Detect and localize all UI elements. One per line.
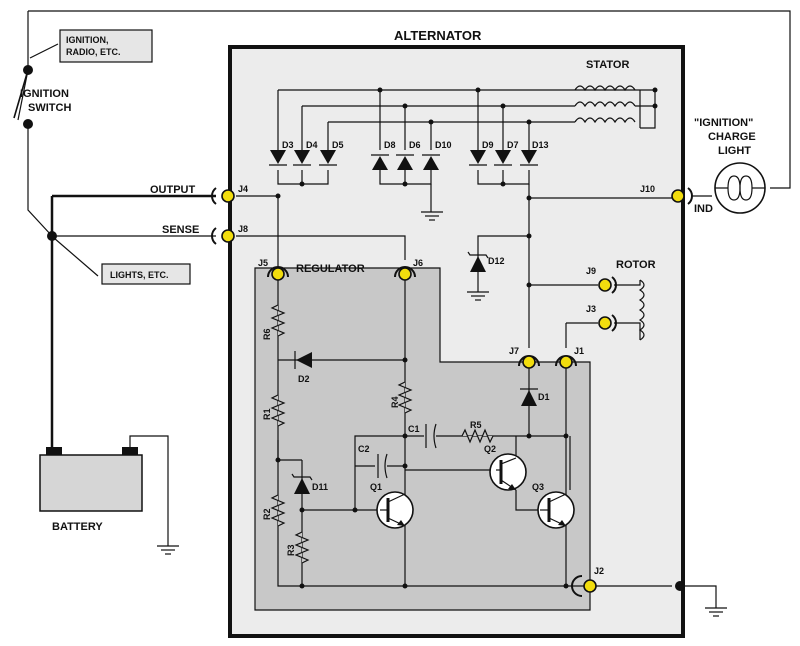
c2-label: C2 xyxy=(358,444,370,454)
transistor-q3 xyxy=(537,491,575,529)
transistor-q2 xyxy=(489,453,527,491)
d13-label: D13 xyxy=(532,140,549,150)
ignition-switch-label-2: SWITCH xyxy=(28,102,71,114)
charge-light xyxy=(714,162,766,214)
j3-label: J3 xyxy=(586,304,596,314)
ignition-switch-label-1: IGNITION xyxy=(20,88,69,100)
j5-label: J5 xyxy=(258,258,268,268)
j10-label: J10 xyxy=(640,184,655,194)
zener-diode-d11 xyxy=(291,473,313,494)
terminal-j7 xyxy=(522,355,536,369)
j6-label: J6 xyxy=(413,258,423,268)
r1-label: R1 xyxy=(262,408,272,420)
terminal-j8 xyxy=(221,229,235,243)
terminal-j6 xyxy=(398,267,412,281)
d6-label: D6 xyxy=(409,140,421,150)
alternator-title: ALTERNATOR xyxy=(394,28,482,43)
c1-label: C1 xyxy=(408,424,420,434)
rectifier-diodes-up xyxy=(269,150,538,166)
d1-label: D1 xyxy=(538,392,550,402)
lights-label: LIGHTS, ETC. xyxy=(110,270,169,280)
regulator-board xyxy=(254,267,591,611)
terminal-j3 xyxy=(598,316,612,330)
battery xyxy=(39,447,143,512)
r4-label: R4 xyxy=(390,396,400,408)
sense-label: SENSE xyxy=(162,224,199,236)
d10-label: D10 xyxy=(435,140,452,150)
r3-label: R3 xyxy=(286,544,296,556)
terminal-j1 xyxy=(559,355,573,369)
rectifier-diodes-down xyxy=(371,154,440,170)
j1-label: J1 xyxy=(574,346,584,356)
ignition-switch xyxy=(13,69,29,119)
d12-label: D12 xyxy=(488,256,505,266)
j2-label: J2 xyxy=(594,566,604,576)
battery-label: BATTERY xyxy=(52,521,103,533)
diode-d2 xyxy=(294,351,312,369)
ignition-radio-label-2: RADIO, ETC. xyxy=(66,47,121,57)
terminal-j4 xyxy=(221,189,235,203)
stator-windings xyxy=(574,85,655,124)
q3-label: Q3 xyxy=(532,482,544,492)
labels: ALTERNATOR IGNITION SWITCH OUTPUT SENSE … xyxy=(20,28,756,576)
external-wiring xyxy=(17,10,791,608)
r5-label: R5 xyxy=(470,420,482,430)
j8-label: J8 xyxy=(238,224,248,234)
ind-label: IND xyxy=(694,203,713,215)
d3-label: D3 xyxy=(282,140,294,150)
q2-label: Q2 xyxy=(484,444,496,454)
stator-label: STATOR xyxy=(586,59,629,71)
terminal-j9 xyxy=(598,278,612,292)
transistor-q1 xyxy=(376,491,414,529)
j4-label: J4 xyxy=(238,184,248,194)
d4-label: D4 xyxy=(306,140,318,150)
j7-label: J7 xyxy=(509,346,519,356)
terminal-j10 xyxy=(671,189,685,203)
d5-label: D5 xyxy=(332,140,344,150)
terminal-j2 xyxy=(583,579,597,593)
j9-label: J9 xyxy=(586,266,596,276)
charge-light-label-2: CHARGE xyxy=(708,131,756,143)
charge-light-label-1: "IGNITION" xyxy=(694,117,753,129)
charge-light-label-3: LIGHT xyxy=(718,145,751,157)
r2-label: R2 xyxy=(262,508,272,520)
internal-wiring xyxy=(236,89,672,587)
resistors xyxy=(270,304,494,564)
ignition-radio-box: IGNITION, RADIO, ETC. xyxy=(59,29,153,63)
d8-label: D8 xyxy=(384,140,396,150)
capacitors xyxy=(375,423,437,479)
output-label: OUTPUT xyxy=(150,184,196,196)
rotor-label: ROTOR xyxy=(616,259,656,271)
rotor-winding xyxy=(614,279,645,341)
d9-label: D9 xyxy=(482,140,494,150)
diode-d1 xyxy=(520,388,538,406)
d2-label: D2 xyxy=(298,374,310,384)
q1-label: Q1 xyxy=(370,482,382,492)
ignition-radio-label-1: IGNITION, xyxy=(66,35,109,45)
terminals xyxy=(211,187,693,597)
junction-dots xyxy=(275,87,658,589)
terminal-j5 xyxy=(271,267,285,281)
r6-label: R6 xyxy=(262,328,272,340)
d7-label: D7 xyxy=(507,140,519,150)
lights-box: LIGHTS, ETC. xyxy=(101,263,191,285)
zener-diode-d12 xyxy=(467,251,489,272)
regulator-label: REGULATOR xyxy=(296,263,365,275)
d11-label: D11 xyxy=(312,482,328,492)
